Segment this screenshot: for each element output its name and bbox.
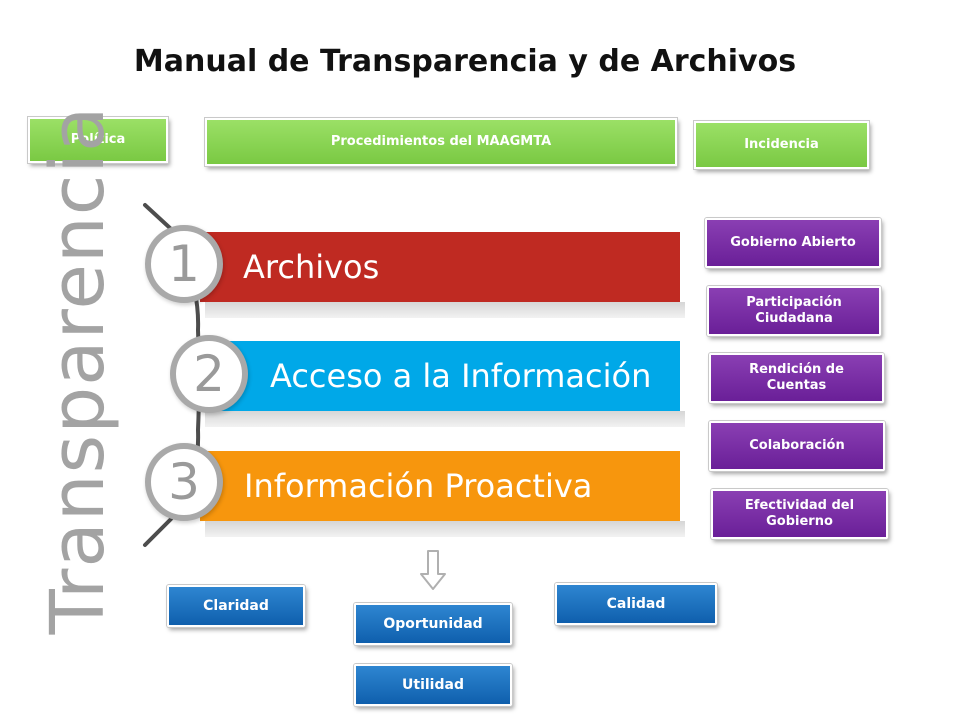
colaboracion-box: Colaboración — [709, 421, 885, 471]
incidencia-box: Incidencia — [694, 121, 869, 169]
down-arrow-icon — [420, 550, 446, 590]
procedimientos-box: Procedimientos del MAAGMTA — [205, 118, 677, 166]
calidad-box: Calidad — [555, 583, 717, 625]
step-band-proactiva: Información Proactiva — [200, 451, 680, 521]
utilidad-box: Utilidad — [354, 664, 512, 706]
rendicion-cuentas-box: Rendición de Cuentas — [709, 353, 884, 403]
step-number-1: 1 — [145, 225, 223, 303]
step-band-acceso: Acceso a la Información — [200, 341, 680, 411]
participacion-ciudadana-box: Participación Ciudadana — [707, 286, 881, 336]
step-number-2: 2 — [170, 335, 248, 413]
band-3-shadow — [205, 521, 685, 537]
step-label-acceso: Acceso a la Información — [270, 357, 652, 395]
step-band-archivos: Archivos — [200, 232, 680, 302]
efectividad-gobierno-box: Efectividad del Gobierno — [711, 489, 888, 539]
band-1-shadow — [205, 302, 685, 318]
step-number-3: 3 — [145, 443, 223, 521]
step-label-archivos: Archivos — [243, 248, 380, 286]
step-label-proactiva: Información Proactiva — [244, 467, 593, 505]
transparencia-vertical-label: Transparencia — [35, 105, 121, 635]
claridad-box: Claridad — [167, 585, 305, 627]
band-2-shadow — [205, 411, 685, 427]
gobierno-abierto-box: Gobierno Abierto — [705, 218, 881, 268]
politica-box: Política — [28, 117, 168, 163]
oportunidad-box: Oportunidad — [354, 603, 512, 645]
page-title: Manual de Transparencia y de Archivos — [133, 44, 797, 79]
